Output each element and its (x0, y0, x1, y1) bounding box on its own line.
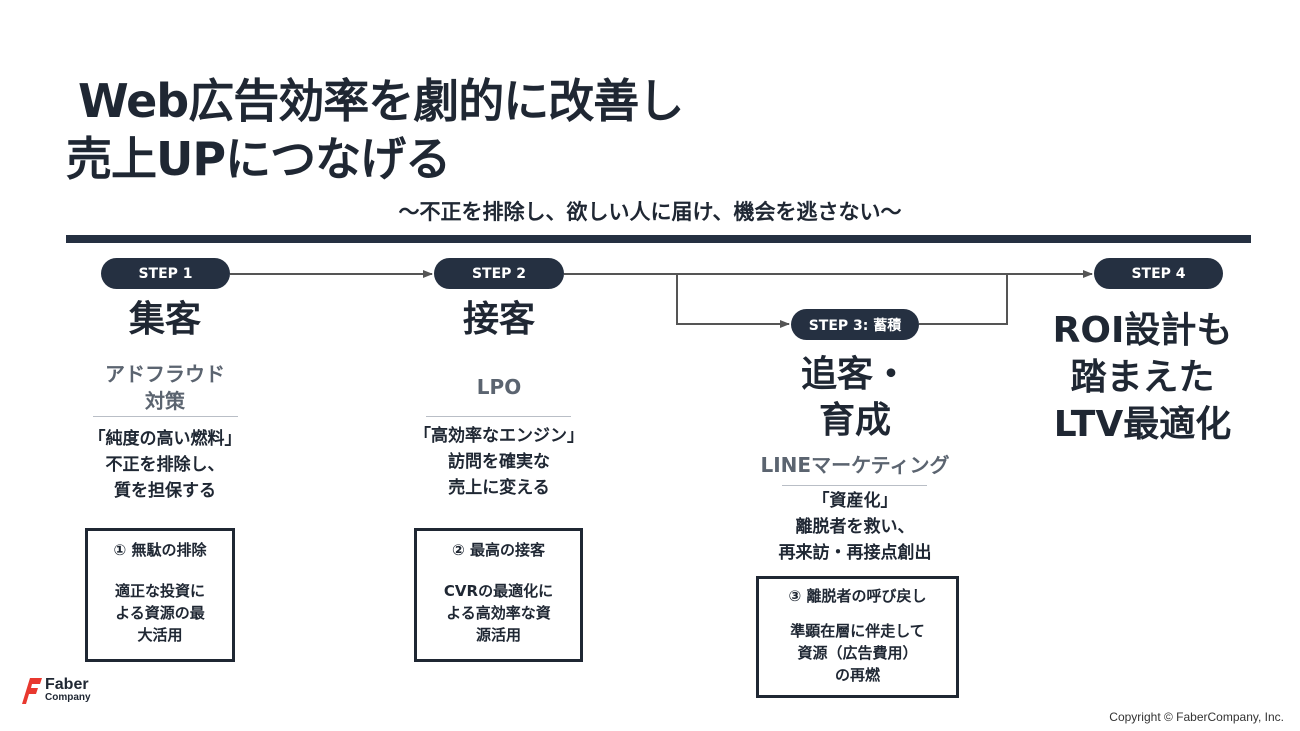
step-1-divider (93, 416, 238, 417)
step-1-badge: STEP 1 (101, 258, 230, 289)
step-1-box-line-1: 適正な投資に (114, 582, 205, 600)
step-2-box-line-1: CVRの最適化に (443, 582, 554, 600)
step-2-desc-line-3: 売上に変える (448, 478, 550, 498)
step-4-heading-line-2: 踏まえた (1070, 357, 1215, 398)
faber-logo-icon (22, 678, 42, 704)
flow-connectors (230, 270, 1093, 328)
step-3-box-body: 準顕在層に伴走して 資源（広告費用） の再燃 (759, 620, 956, 686)
page-subtitle: 〜不正を排除し、欲しい人に届け、機会を逃さない〜 (398, 200, 902, 224)
line-step3-return (919, 274, 1008, 325)
step-3-box-line-3: の再燃 (834, 666, 880, 684)
step-2-subheading: LPO (476, 375, 522, 399)
step-2-box-title: ② 最高の接客 (452, 541, 545, 559)
step-3-heading-line-1: 追客・ (800, 354, 909, 395)
step-2-box-line-2: よる高効率な資 (446, 604, 551, 622)
step-3-box-line-2: 資源（広告費用） (797, 644, 918, 662)
step-3-desc-line-2: 離脱者を救い、 (795, 517, 915, 537)
step-2-description: 「高効率なエンジン」 訪問を確実な 売上に変える (379, 423, 619, 501)
arrow-branch-to-step3 (676, 274, 790, 328)
step-4-heading-line-3: LTV最適化 (1053, 404, 1232, 445)
step-1-sub-line-1: アドフラウド (105, 362, 225, 386)
step-3-desc-line-3: 再来訪・再接点創出 (778, 543, 932, 563)
step-2-box: ② 最高の接客 CVRの最適化に よる高効率な資 源活用 (414, 528, 583, 662)
step-1-box: ① 無駄の排除 適正な投資に よる資源の最 大活用 (85, 528, 235, 662)
step-3-box-title: ③ 離脱者の呼び戻し (788, 587, 927, 605)
step-4-badge: STEP 4 (1094, 258, 1223, 289)
step-2-box-body: CVRの最適化に よる高効率な資 源活用 (417, 580, 580, 646)
copyright-text: Copyright © FaberCompany, Inc. (1109, 710, 1284, 724)
step-1-box-line-3: 大活用 (137, 626, 183, 644)
step-2-desc-line-1: 「高効率なエンジン」 (414, 426, 584, 446)
step-1-desc-line-2: 不正を排除し、 (105, 455, 225, 475)
step-1-box-title: ① 無駄の排除 (113, 541, 207, 559)
step-3-desc-line-1: 「資産化」 (812, 491, 898, 511)
step-3-box: ③ 離脱者の呼び戻し 準顕在層に伴走して 資源（広告費用） の再燃 (756, 576, 959, 698)
step-1-heading: 集客 (128, 299, 201, 340)
title-line-1: Web広告効率を劇的に改善し (78, 74, 684, 128)
step-2-box-line-3: 源活用 (475, 626, 521, 644)
step-1-subheading: アドフラウド 対策 (60, 361, 270, 415)
step-3-box-line-1: 準顕在層に伴走して (790, 622, 925, 640)
header-rule (66, 235, 1251, 243)
step-1-description: 「純度の高い燃料」 不正を排除し、 質を担保する (60, 426, 270, 504)
step-2-badge: STEP 2 (434, 258, 564, 289)
page-title: Web広告効率を劇的に改善し 売上UPにつなげる (66, 72, 684, 188)
logo-line-2: Company (45, 692, 91, 703)
step-2-heading: 接客 (462, 299, 535, 340)
title-line-2: 売上UPにつなげる (66, 132, 451, 186)
step-2-divider (426, 416, 571, 417)
step-4-heading: ROI設計も 踏まえた LTV最適化 (1030, 307, 1255, 448)
step-1-desc-line-1: 「純度の高い燃料」 (88, 429, 242, 449)
step-3-subheading: LINEマーケティング (760, 453, 950, 477)
step-3-divider (782, 485, 927, 486)
step-1-box-body: 適正な投資に よる資源の最 大活用 (88, 580, 232, 646)
step-1-box-line-2: よる資源の最 (115, 604, 205, 622)
step-3-description: 「資産化」 離脱者を救い、 再来訪・再接点創出 (725, 488, 985, 566)
logo-line-1: Faber (45, 676, 89, 693)
step-3-heading-line-2: 育成 (818, 400, 891, 441)
step-4-heading-line-1: ROI設計も (1052, 310, 1233, 351)
step-1-sub-line-2: 対策 (145, 389, 185, 413)
step-3-heading: 追客・ 育成 (745, 352, 965, 444)
step-2-desc-line-2: 訪問を確実な (448, 452, 550, 472)
company-logo: Faber Company (45, 677, 91, 703)
step-1-desc-line-3: 質を担保する (114, 481, 216, 501)
step-3-badge: STEP 3: 蓄積 (791, 309, 919, 340)
